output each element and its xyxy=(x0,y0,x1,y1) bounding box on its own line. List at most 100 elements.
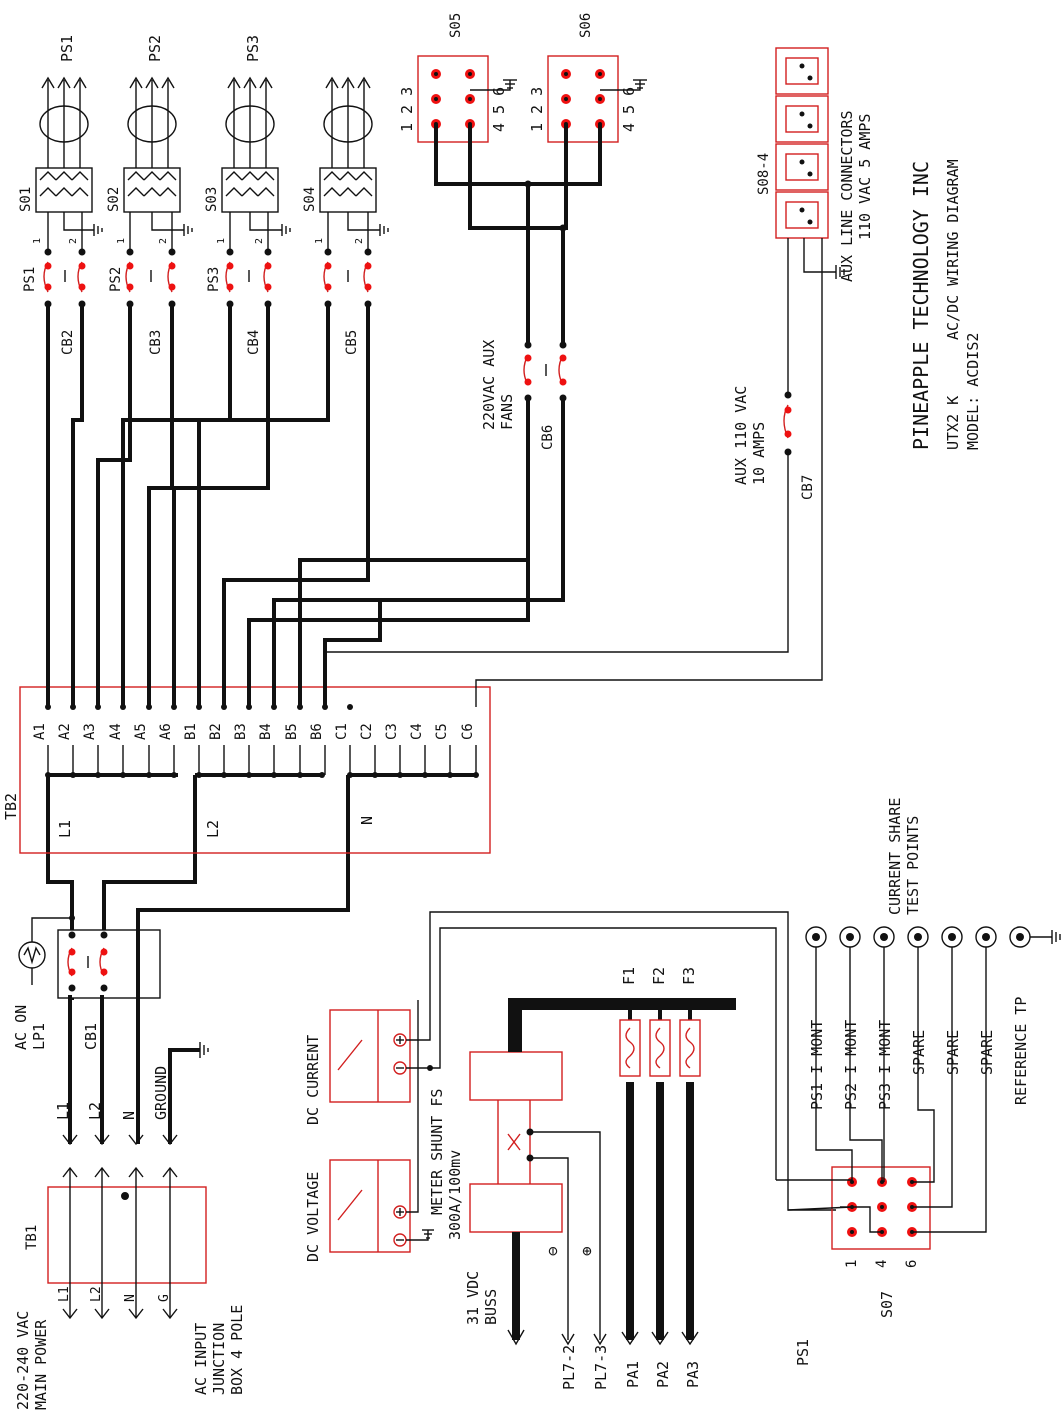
s07-pin: 6 xyxy=(904,1260,920,1268)
socket-s01: S01 PS1 xyxy=(18,35,103,252)
pin-num: 2 xyxy=(68,238,79,244)
test-point-label: SPARE xyxy=(910,1030,928,1075)
tb2-bus-l1: L1 xyxy=(56,820,74,838)
tb2-terminal: B2 xyxy=(208,723,224,740)
fuse-label: F1 xyxy=(620,967,638,985)
socket-name: S01 xyxy=(18,187,34,212)
fuse-label: F2 xyxy=(650,967,668,985)
s06-row1: 1 2 3 xyxy=(528,87,546,132)
breaker-ps-label: PS1 xyxy=(22,267,38,292)
mains-ground-label: GROUND xyxy=(152,1066,170,1120)
tb2-name: TB2 xyxy=(2,793,20,820)
aux-section: S08-4 AUX LINE CONNECTORS 110 VAC 5 AMPS… xyxy=(732,47,874,500)
cb7-label: CB7 xyxy=(800,475,816,500)
tb2-terminal: C6 xyxy=(460,723,476,740)
mains-l1-label: L1 xyxy=(54,1102,72,1120)
socket-name: S03 xyxy=(204,187,220,212)
cb1-section: AC ON LP1 CB1 xyxy=(12,775,350,1050)
socket-s02: S02 PS2 xyxy=(106,35,193,252)
dc-current-label: DC CURRENT xyxy=(304,1035,322,1125)
tb2-terminal: B3 xyxy=(233,723,249,740)
tb2-terminal: A5 xyxy=(133,723,149,740)
tb2-terminal: C3 xyxy=(384,723,400,740)
main-power-section: 220-240 VAC MAIN POWER AC INPUT JUNCTION… xyxy=(14,910,246,1410)
breaker-name: CB5 xyxy=(344,330,360,355)
s06-row2: 4 5 6 xyxy=(620,87,638,132)
aux-connectors-line1: AUX LINE CONNECTORS xyxy=(838,110,856,282)
s06-name: S06 xyxy=(578,13,594,38)
pl-connector: PL7-3 xyxy=(592,1345,610,1390)
breaker-cb3: PS2 CB3 1 2 xyxy=(108,238,176,355)
socket-group: S01 PS1 S02 PS2 xyxy=(18,35,389,252)
shunt-lower xyxy=(469,1183,563,1233)
tb2-box xyxy=(19,686,491,854)
aux-connectors-line2: 110 VAC 5 AMPS xyxy=(856,114,874,240)
s05-row1: 1 2 3 xyxy=(398,87,416,132)
tb1-terminal-n: N xyxy=(123,1294,138,1302)
doc-title: AC/DC WIRING DIAGRAM xyxy=(944,159,962,340)
shunt-label-line1: METER SHUNT FS xyxy=(428,1089,446,1215)
pa-output: PA2 xyxy=(654,1361,672,1388)
pin-num: 1 xyxy=(32,238,43,244)
tb2-terminal: A2 xyxy=(57,723,73,740)
pin-num: 1 xyxy=(216,238,227,244)
shunt-upper xyxy=(469,1051,563,1101)
main-power-line1: 220-240 VAC xyxy=(14,1311,32,1410)
test-points: CURRENT SHARE TEST POINTS PS1 I MONT PS2… xyxy=(776,798,1061,1366)
pin-num: 1 xyxy=(314,238,325,244)
test-point-label: PS1 I MONT xyxy=(808,1020,826,1110)
pin-num: 2 xyxy=(354,238,365,244)
breaker-cb4: PS3 CB4 1 2 xyxy=(206,238,272,355)
tb2-terminal: B1 xyxy=(183,723,199,740)
tb1-box xyxy=(47,1186,207,1284)
fan-sockets: S05 1 2 3 4 5 6 S06 1 2 3 4 5 6 xyxy=(398,13,647,345)
test-point-label: PS2 I MONT xyxy=(842,1020,860,1110)
feeder-wiring xyxy=(46,305,565,707)
tb2-terminal: C2 xyxy=(359,723,375,740)
model-line1: UTX2 K xyxy=(944,396,962,450)
tb2-terminal: B5 xyxy=(284,723,300,740)
tb2-terminal: A6 xyxy=(158,723,174,740)
socket-s04: S04 xyxy=(302,76,389,252)
dc-voltage-label: DC VOLTAGE xyxy=(304,1172,322,1262)
s05-row2: 4 5 6 xyxy=(490,87,508,132)
mains-l2-label: L2 xyxy=(86,1102,104,1120)
lp1-label: LP1 xyxy=(30,1023,48,1050)
shunt-label-line2: 300A/100mv xyxy=(446,1150,464,1240)
junction-line1: AC INPUT xyxy=(192,1323,210,1395)
socket-name: S02 xyxy=(106,187,122,212)
dc-current-meter xyxy=(329,1009,411,1103)
polarity-plus: ⊕ xyxy=(577,1246,596,1256)
tb1-terminal-g: G xyxy=(157,1294,172,1302)
pin-num: 1 xyxy=(116,238,127,244)
polarity-minus: ⊖ xyxy=(543,1246,562,1256)
main-power-line2: MAIN POWER xyxy=(32,1319,50,1410)
dc-voltage-meter xyxy=(329,1159,411,1253)
test-point-label: SPARE xyxy=(944,1030,962,1075)
tb1-terminal-l1: L1 xyxy=(57,1286,72,1302)
breaker-ps-label: PS2 xyxy=(108,267,124,292)
aux110-line2: 10 AMPS xyxy=(750,422,768,485)
breaker-name: CB4 xyxy=(246,330,262,355)
tb2-terminal: A1 xyxy=(32,723,48,740)
s07-pin: 4 xyxy=(874,1260,890,1268)
fuse-group: F1 F2 F3 PA1 PA2 PA3 xyxy=(619,967,702,1388)
aux110-line1: AUX 110 VAC xyxy=(732,386,750,485)
pin-num: 2 xyxy=(254,238,265,244)
test-point-label: PS3 I MONT xyxy=(876,1020,894,1110)
cb1-label: CB1 xyxy=(82,1023,100,1050)
dc-meters: DC CURRENT DC VOLTAGE xyxy=(304,911,836,1262)
socket-name: S04 xyxy=(302,187,318,212)
socket-out-label: PS2 xyxy=(146,35,164,62)
breaker-name: CB2 xyxy=(60,330,76,355)
ac-on-label: AC ON xyxy=(12,1005,30,1050)
current-share-line2: TEST POINTS xyxy=(904,816,922,915)
pin-num: 2 xyxy=(158,238,169,244)
fuse-label: F3 xyxy=(680,967,698,985)
mains-n-label: N xyxy=(120,1111,138,1120)
buss-line2: BUSS xyxy=(482,1289,500,1325)
socket-s03: S03 PS3 xyxy=(204,35,291,252)
fans-label-line1: 220VAC AUX xyxy=(480,340,498,430)
breaker-cb5: CB5 1 2 xyxy=(314,238,372,355)
